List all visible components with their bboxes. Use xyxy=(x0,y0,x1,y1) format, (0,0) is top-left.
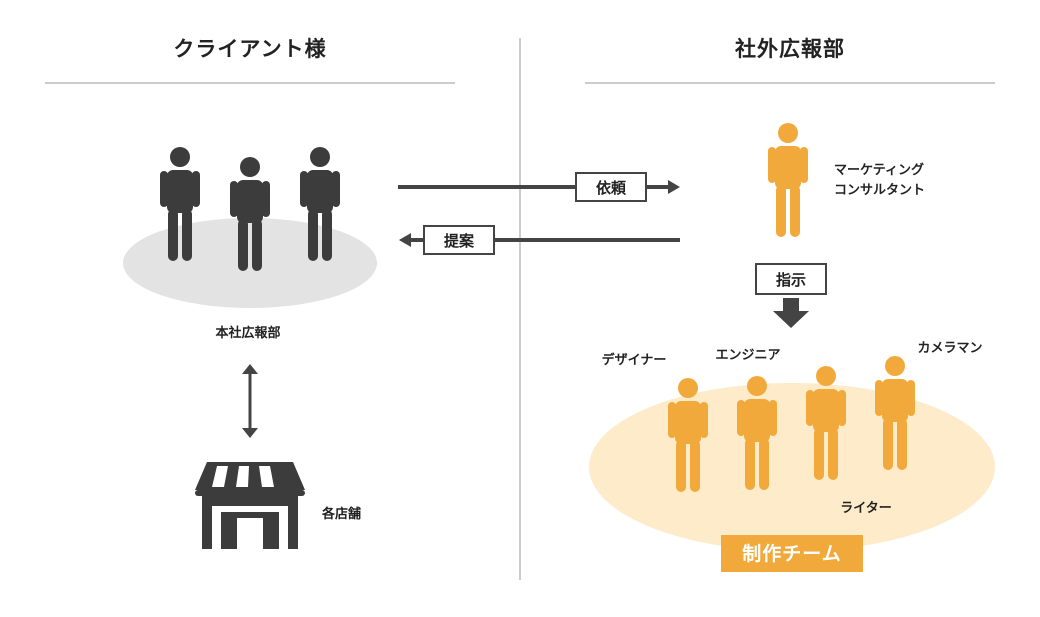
client-group-ellipse xyxy=(123,218,377,308)
consultant-label-line2: コンサルタント xyxy=(834,183,925,198)
double-arrow-icon xyxy=(242,364,258,438)
team-member-label: カメラマン xyxy=(917,341,982,356)
team-member-label: エンジニア xyxy=(715,348,780,363)
team-label: 制作チーム xyxy=(742,542,841,565)
client-heading: クライアント様 xyxy=(173,37,326,61)
consultant-figure xyxy=(768,123,808,237)
team-member-label: デザイナー xyxy=(602,352,667,368)
instruction-box xyxy=(755,263,827,295)
instruction-label: 指示 xyxy=(776,271,806,289)
proposal-arrow: 提案 xyxy=(399,225,680,255)
proposal-label: 提案 xyxy=(444,232,475,250)
client-group-label: 本社広報部 xyxy=(215,325,280,341)
down-arrow-icon xyxy=(773,298,809,328)
team-member-label: ライター xyxy=(840,501,891,516)
person-icon xyxy=(768,123,808,237)
team-ellipse xyxy=(589,383,995,551)
team-badge xyxy=(721,535,863,572)
agency-heading: 社外広報部 xyxy=(734,37,845,61)
request-arrow: 依頼 xyxy=(398,172,680,202)
store-icon xyxy=(195,462,305,549)
store-label: 各店舗 xyxy=(321,506,361,522)
request-label: 依頼 xyxy=(596,179,627,197)
consultant-label-line1: マーケティング xyxy=(834,162,924,178)
